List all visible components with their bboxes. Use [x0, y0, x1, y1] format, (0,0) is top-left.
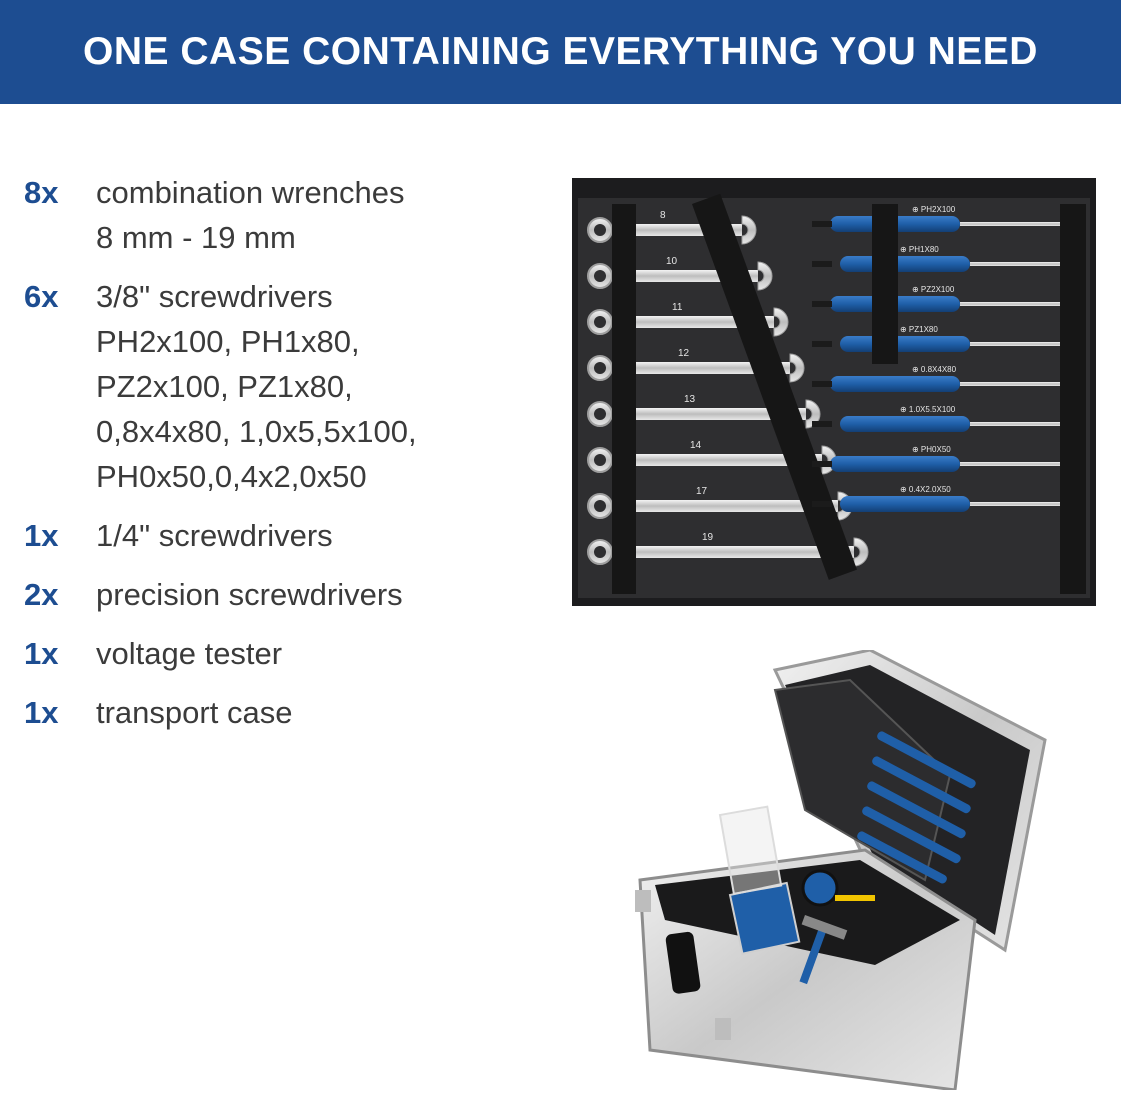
- item-description: 3/8" screwdrivers PH2x100, PH1x80, PZ2x1…: [96, 274, 417, 499]
- strap: [872, 204, 898, 364]
- item-description: precision screwdrivers: [96, 572, 403, 617]
- screwdriver: ⊕ 1.0X5.5X100: [812, 405, 1080, 432]
- description-line: 0,8x4x80, 1,0x5,5x100,: [96, 414, 417, 449]
- transport-case-image: [635, 650, 1047, 1090]
- description-line: PZ2x100, PZ1x80,: [96, 369, 353, 404]
- wrench-size-label: 8: [660, 210, 666, 221]
- screwdriver: ⊕ 0.4X2.0X50: [812, 485, 1080, 512]
- item-description: voltage tester: [96, 631, 282, 676]
- strap: [692, 193, 857, 580]
- item-quantity: 2x: [24, 577, 59, 612]
- item-quantity: 8x: [24, 175, 59, 210]
- wrench-size-label: 19: [702, 532, 714, 543]
- screwdriver-label: ⊕ PH2X100: [912, 205, 956, 214]
- wrench-size-label: 12: [678, 348, 690, 359]
- contents-list: 8x combination wrenches 8 mm - 19 mm 6x …: [24, 170, 544, 749]
- item-quantity: 1x: [24, 636, 59, 671]
- description-line: 1/4" screwdrivers: [96, 518, 333, 553]
- screwdriver: ⊕ PH0X50: [812, 445, 1070, 472]
- lid-screwdrivers: [857, 731, 976, 884]
- wrench-size-label: 14: [690, 440, 702, 451]
- wrench-size-label: 13: [684, 394, 696, 405]
- description-line: transport case: [96, 695, 293, 730]
- screwdriver-label: ⊕ 0.8X4X80: [912, 365, 957, 374]
- description-line: voltage tester: [96, 636, 283, 671]
- screwdrivers: ⊕ PH2X100 ⊕ PH1X80 ⊕ PZ2X100 ⊕ PZ1X80 ⊕ 0.8X…: [812, 204, 1086, 594]
- wrench: 13: [587, 394, 821, 429]
- wrench: 19: [587, 532, 869, 567]
- list-item: 8x combination wrenches 8 mm - 19 mm: [24, 170, 544, 260]
- description-line: combination wrenches: [96, 175, 405, 210]
- wrench: 12: [587, 348, 805, 383]
- list-item: 1x transport case: [24, 690, 544, 735]
- list-item: 1x 1/4" screwdrivers: [24, 513, 544, 558]
- tool-tray-image: 8 10 11 12 13 14 17 19 ⊕ PH2X100 ⊕ PH1X80 ⊕ PZ2X1…: [572, 178, 1096, 606]
- header-banner: ONE CASE CONTAINING EVERYTHING YOU NEED: [0, 0, 1121, 104]
- item-quantity: 6x: [24, 279, 59, 314]
- item-quantity: 1x: [24, 518, 59, 553]
- screwdriver-label: ⊕ PZ2X100: [912, 285, 955, 294]
- list-item: 6x 3/8" screwdrivers PH2x100, PH1x80, PZ…: [24, 274, 544, 499]
- screwdriver-label: ⊕ 1.0X5.5X100: [900, 405, 956, 414]
- wrench-size-label: 17: [696, 486, 708, 497]
- wrench-size-label: 10: [666, 256, 678, 267]
- description-line: PH0x50,0,4x2,0x50: [96, 459, 367, 494]
- screwdriver: ⊕ 0.8X4X80: [812, 365, 1070, 392]
- item-description: transport case: [96, 690, 292, 735]
- description-line: PH2x100, PH1x80,: [96, 324, 360, 359]
- screwdriver-label: ⊕ PH1X80: [900, 245, 939, 254]
- list-item: 2x precision screwdrivers: [24, 572, 544, 617]
- page-title: ONE CASE CONTAINING EVERYTHING YOU NEED: [83, 30, 1038, 73]
- strap: [1060, 204, 1086, 594]
- item-description: 1/4" screwdrivers: [96, 513, 333, 558]
- screwdriver-label: ⊕ PZ1X80: [900, 325, 938, 334]
- description-line: 8 mm - 19 mm: [96, 220, 296, 255]
- description-line: precision screwdrivers: [96, 577, 403, 612]
- description-line: 3/8" screwdrivers: [96, 279, 333, 314]
- combination-wrenches: 8 10 11 12 13 14 17 19: [587, 193, 869, 594]
- wrench: 11: [587, 302, 789, 337]
- screwdriver-label: ⊕ 0.4X2.0X50: [900, 485, 951, 494]
- item-quantity: 1x: [24, 695, 59, 730]
- item-description: combination wrenches 8 mm - 19 mm: [96, 170, 404, 260]
- list-item: 1x voltage tester: [24, 631, 544, 676]
- wrench-size-label: 11: [672, 302, 683, 313]
- screwdriver-label: ⊕ PH0X50: [912, 445, 951, 454]
- strap: [612, 204, 636, 594]
